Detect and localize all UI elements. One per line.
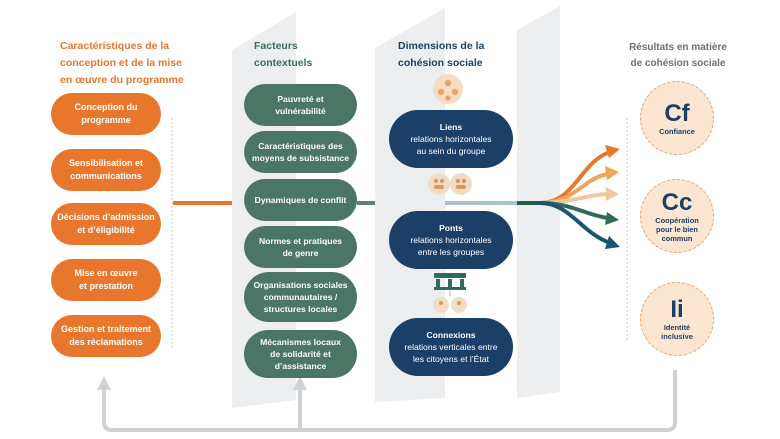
dimension-ponts: Ponts relations horizontales entre les g…: [389, 211, 513, 269]
result-confiance: Cf Confiance: [640, 81, 714, 155]
feedback-arrowhead-left: [97, 376, 111, 390]
people-group-icon: [433, 74, 463, 104]
people-pair-icon: [428, 173, 472, 195]
dimension-liens: Liens relations horizontales au sein du …: [389, 110, 513, 168]
fan-arrow-navy: [539, 201, 611, 245]
result-identite: Ii Identité inclusive: [640, 282, 714, 356]
results-header: Résultats en matière de cohésion sociale: [629, 42, 727, 69]
feedback-arrowhead-middle: [293, 376, 307, 390]
feedback-loop: [102, 370, 677, 432]
design-header: Caractéristiques de la conception et de …: [60, 40, 184, 86]
result-cooperation: Cc Coopération pour le bien commun: [640, 179, 714, 253]
dimension-connexions: Connexions relations verticales entre le…: [389, 318, 513, 376]
government-building-icon: [433, 273, 467, 313]
context-header: Facteurs contextuels: [254, 40, 313, 69]
dimensions-header: Dimensions de la cohésion sociale: [398, 40, 485, 69]
dimensions-panel: [375, 8, 445, 402]
context-item-conflit: Dynamiques de conflit: [244, 179, 357, 221]
